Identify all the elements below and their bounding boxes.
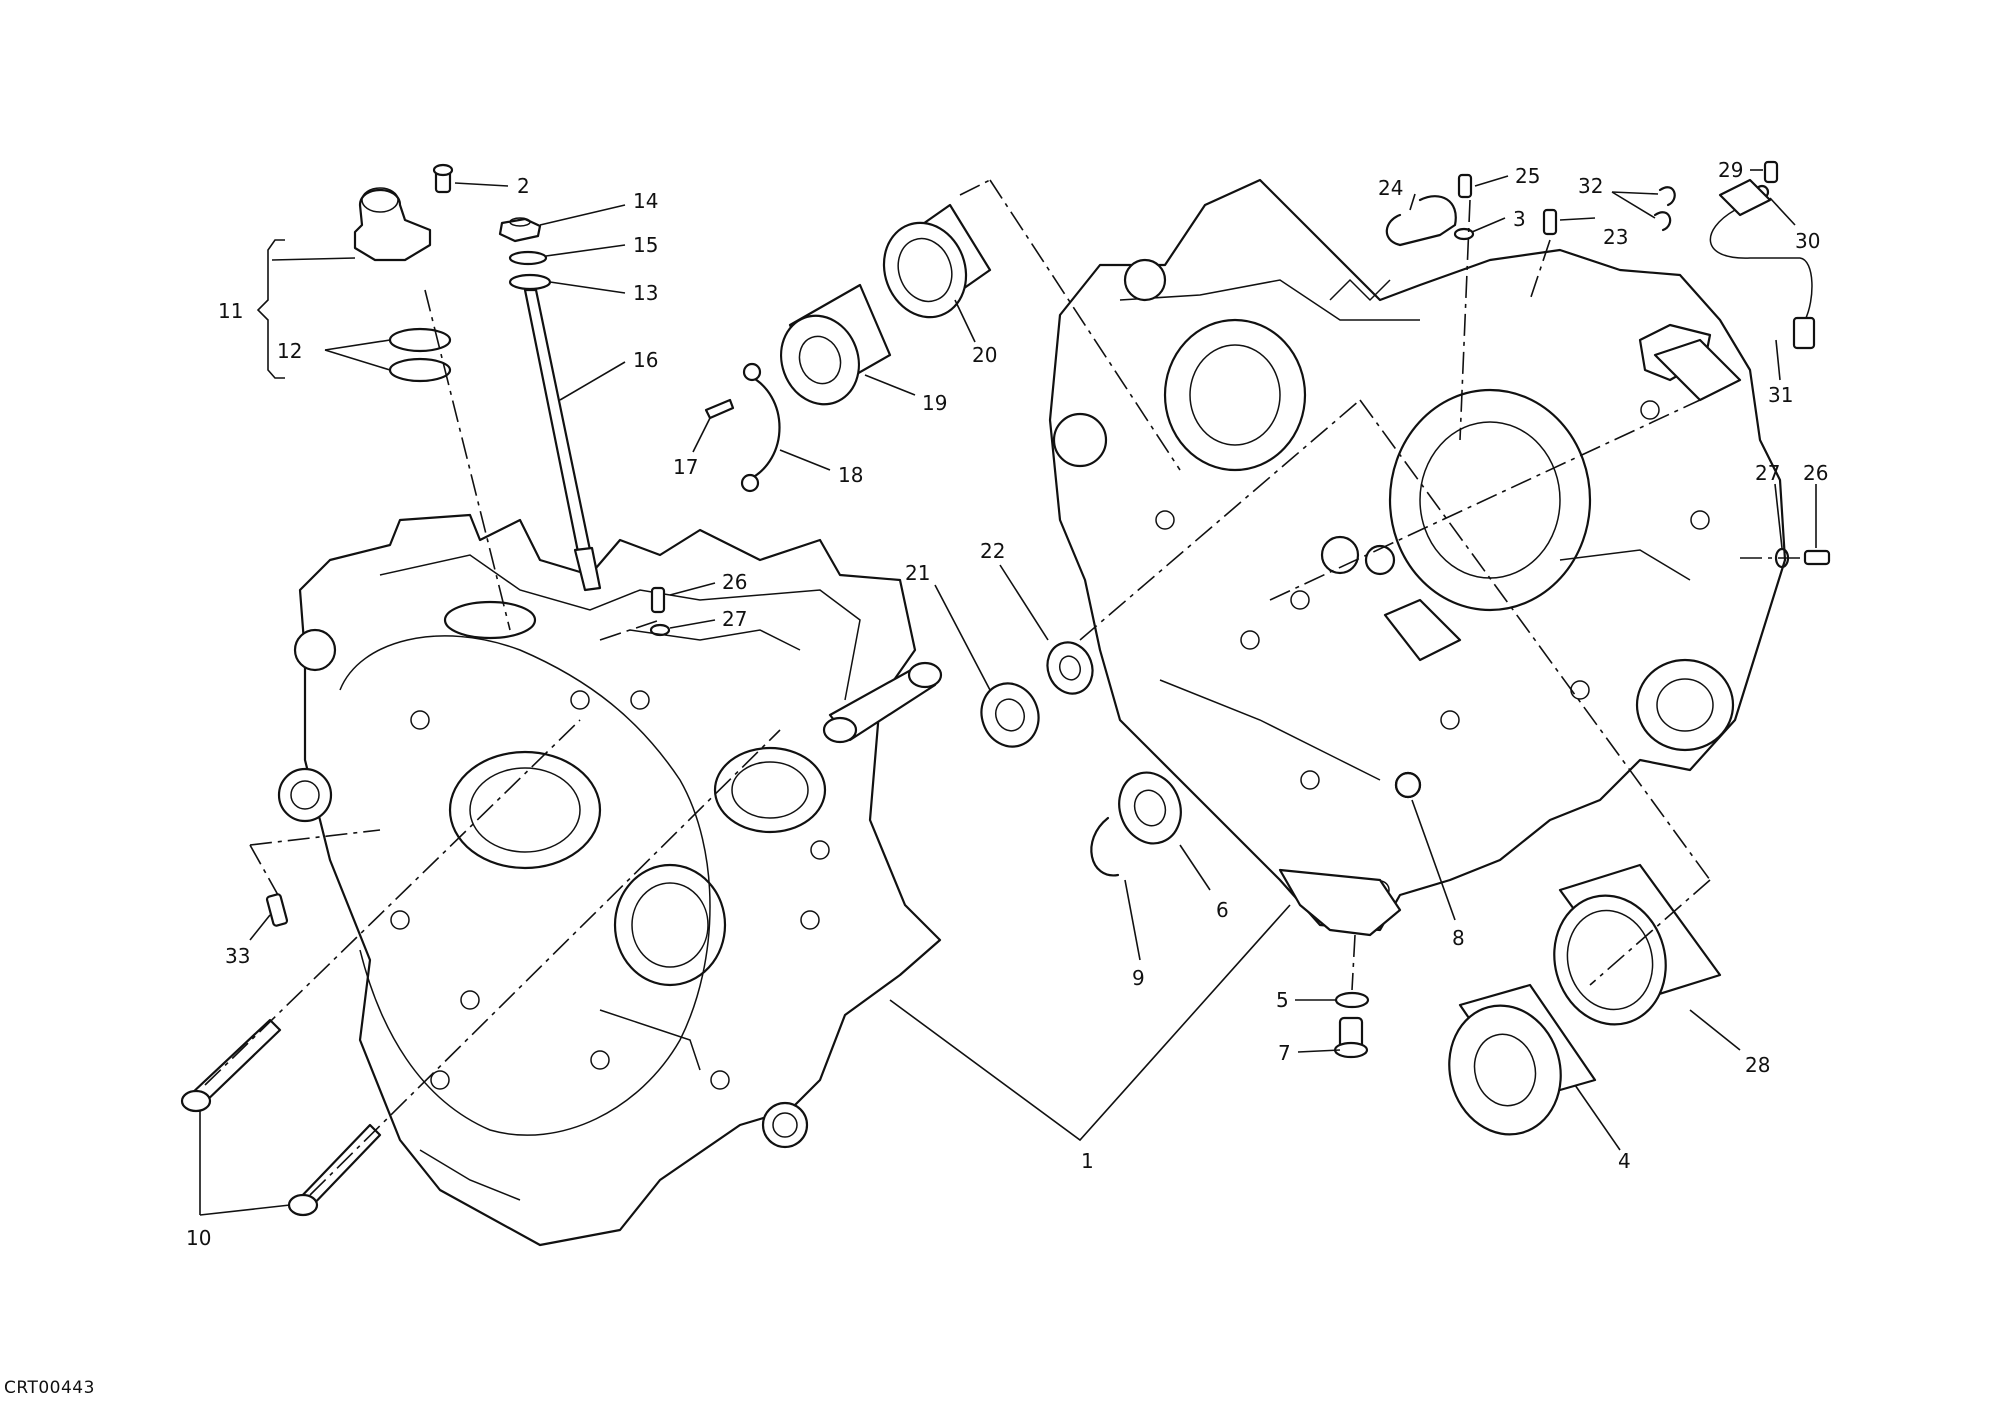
callout-32: 32 (1578, 174, 1603, 198)
part-dowel-33 (265, 893, 289, 927)
callout-28: 28 (1745, 1053, 1770, 1077)
callout-3: 3 (1513, 207, 1526, 231)
part-bearing-4 (1448, 983, 1597, 1136)
callout-15: 15 (633, 233, 658, 257)
callout-25: 25 (1515, 164, 1540, 188)
callout-26-left: 26 (722, 570, 747, 594)
part-washer-27-left (649, 623, 671, 637)
part-sensor-31 (1709, 178, 1816, 350)
part-oil-filler (353, 187, 432, 262)
part-dowel-26-left (650, 586, 666, 614)
part-retainer-18 (740, 362, 781, 493)
part-drain-plug-7 (1333, 1016, 1369, 1059)
left-crankcase-half (277, 513, 943, 1247)
part-screw-2 (432, 163, 454, 194)
part-stud-16 (523, 288, 602, 592)
part-circlip-9 (1090, 816, 1120, 877)
part-dowel-23 (1542, 208, 1558, 236)
part-bolts-10 (180, 1018, 382, 1217)
callout-30: 30 (1795, 229, 1820, 253)
part-washer-15 (508, 250, 548, 266)
callout-22: 22 (980, 539, 1005, 563)
part-bearing-19 (780, 283, 892, 406)
right-crankcase-half (1048, 178, 1787, 937)
alignment-lines (204, 179, 1800, 1196)
callout-1: 1 (1081, 1149, 1094, 1173)
part-o-ring-13 (508, 273, 552, 291)
part-bushing-28 (1553, 863, 1722, 1026)
callout-12: 12 (277, 339, 302, 363)
callout-24: 24 (1378, 176, 1403, 200)
callout-17: 17 (673, 455, 698, 479)
callout-21: 21 (905, 561, 930, 585)
part-o-ring-8 (1394, 771, 1422, 799)
diagram-reference-code: CRT00443 (4, 1378, 95, 1398)
callout-33: 33 (225, 944, 250, 968)
part-nut-14 (498, 217, 542, 243)
callout-8: 8 (1452, 926, 1465, 950)
part-washer-3 (1453, 227, 1475, 241)
part-screw-25 (1457, 173, 1473, 199)
callout-31: 31 (1768, 383, 1793, 407)
callout-2: 2 (517, 174, 530, 198)
part-screw-17 (704, 398, 735, 420)
callout-27-left: 27 (722, 607, 747, 631)
callout-23: 23 (1603, 225, 1628, 249)
callout-19: 19 (922, 391, 947, 415)
callout-4: 4 (1618, 1149, 1631, 1173)
part-seal-22 (1046, 641, 1094, 695)
callout-6: 6 (1216, 898, 1229, 922)
callout-11: 11 (218, 299, 243, 323)
callout-labels: 2 14 15 13 16 11 12 26 27 33 10 17 18 19… (186, 158, 1828, 1250)
leader-lines (199, 169, 1817, 1216)
callout-13: 13 (633, 281, 658, 305)
callout-20: 20 (972, 343, 997, 367)
part-clips-32 (1653, 186, 1676, 232)
callout-29: 29 (1718, 158, 1743, 182)
part-bearing-6 (1118, 771, 1182, 845)
part-pipe-24 (1385, 195, 1457, 247)
callout-16: 16 (633, 348, 658, 372)
callout-5: 5 (1276, 988, 1289, 1012)
callout-26-right: 26 (1803, 461, 1828, 485)
callout-7: 7 (1278, 1041, 1291, 1065)
callout-9: 9 (1132, 966, 1145, 990)
part-washer-5 (1334, 991, 1370, 1009)
part-bushing-20 (882, 203, 992, 319)
part-screw-29 (1763, 160, 1779, 184)
callout-18: 18 (838, 463, 863, 487)
part-bearing-21 (980, 682, 1040, 748)
callout-10: 10 (186, 1226, 211, 1250)
callout-27-right: 27 (1755, 461, 1780, 485)
part-dowel-26-right (1803, 549, 1831, 566)
callout-14: 14 (633, 189, 658, 213)
